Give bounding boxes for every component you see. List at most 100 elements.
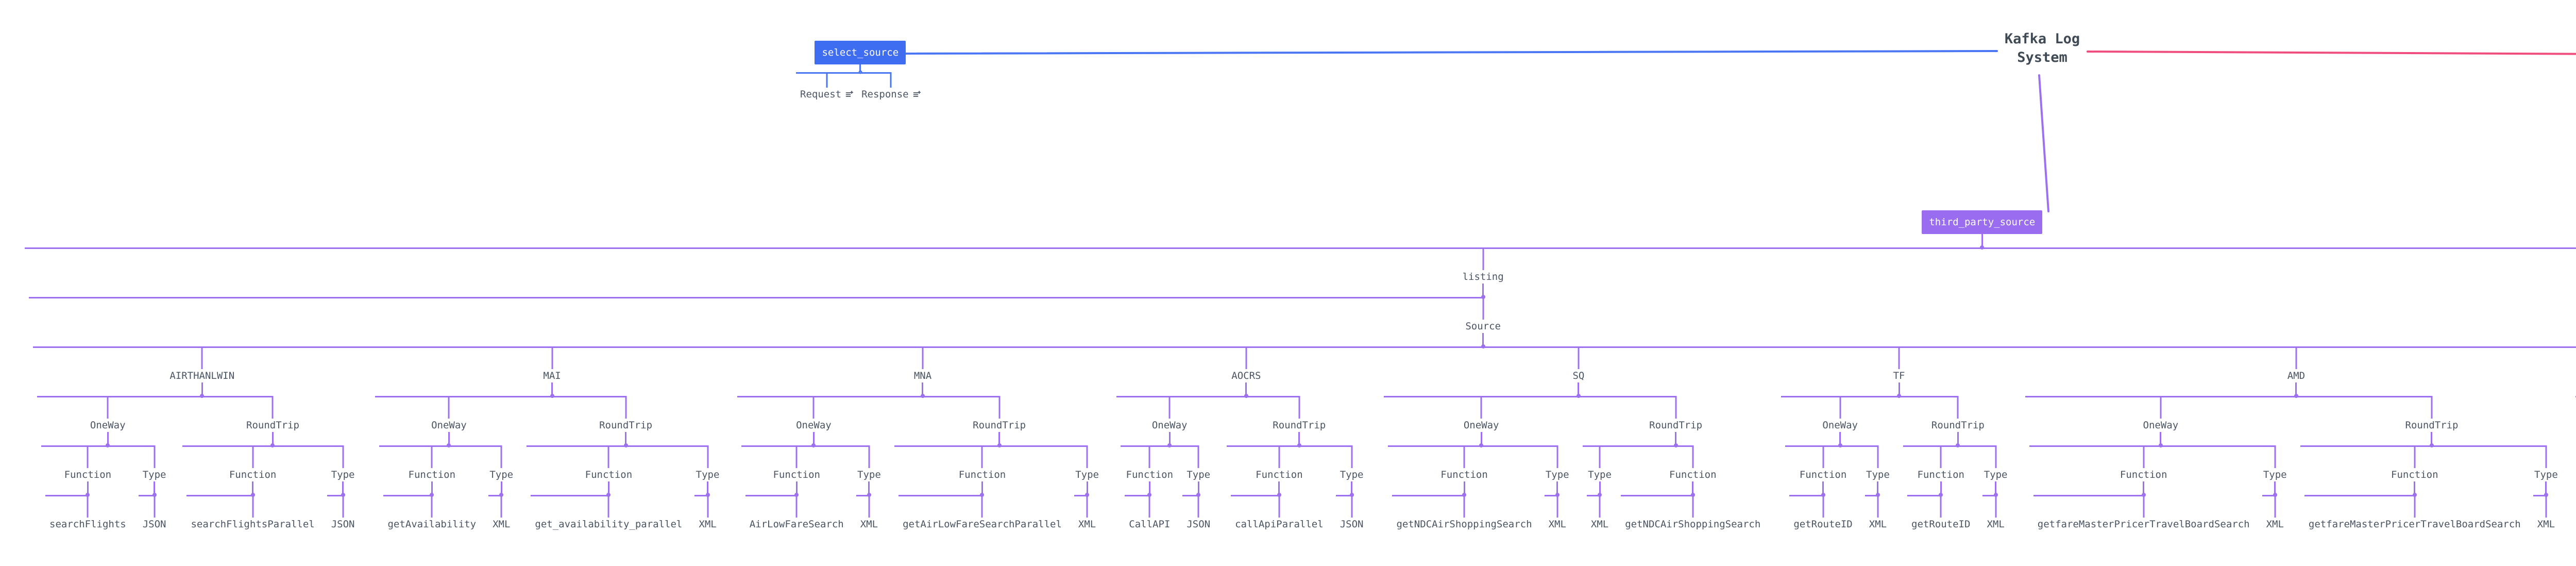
collapse-toggle[interactable] xyxy=(1598,493,1602,497)
collapse-toggle[interactable] xyxy=(341,493,345,497)
collapse-toggle[interactable] xyxy=(1956,443,1960,447)
collapse-toggle[interactable] xyxy=(1297,443,1301,447)
node-label-oneway: OneWay xyxy=(1463,420,1499,431)
collapse-toggle[interactable] xyxy=(811,443,816,447)
collapse-toggle[interactable] xyxy=(920,394,925,398)
connector-stub xyxy=(2414,445,2416,468)
connector-stem xyxy=(1898,382,1900,396)
connector-stub xyxy=(707,445,709,468)
collapse-toggle[interactable] xyxy=(1481,344,1485,348)
collapse-toggle[interactable] xyxy=(152,493,157,497)
collapse-toggle[interactable] xyxy=(705,493,710,497)
collapse-toggle[interactable] xyxy=(1939,493,1943,497)
collapse-toggle[interactable] xyxy=(997,443,1002,447)
collapse-toggle[interactable] xyxy=(980,493,985,497)
collapse-toggle[interactable] xyxy=(1244,394,1248,398)
collapse-toggle[interactable] xyxy=(1993,493,1998,497)
collapse-toggle[interactable] xyxy=(1821,493,1825,497)
collapse-toggle[interactable] xyxy=(2141,493,2146,497)
collapse-toggle[interactable] xyxy=(1481,295,1485,299)
collapse-toggle[interactable] xyxy=(447,443,451,447)
connector-stem xyxy=(252,481,254,495)
collapse-toggle[interactable] xyxy=(1690,493,1695,497)
collapse-toggle[interactable] xyxy=(2412,493,2417,497)
collapse-toggle[interactable] xyxy=(106,443,110,447)
collapse-toggle[interactable] xyxy=(1875,493,1880,497)
collapse-toggle[interactable] xyxy=(270,443,275,447)
collapse-toggle[interactable] xyxy=(2158,443,2163,447)
page-title: Kafka Log System xyxy=(2004,31,2080,65)
node-label-type: Type xyxy=(489,469,514,480)
connector-stub xyxy=(1995,495,1997,518)
children-row: getfareMasterPricerTravelBoardSearch xyxy=(2033,493,2254,531)
connector-stub xyxy=(252,445,254,468)
connector-stem xyxy=(551,382,553,396)
collapse-toggle[interactable] xyxy=(1479,443,1484,447)
collapse-toggle[interactable] xyxy=(623,443,628,447)
collapse-toggle[interactable] xyxy=(1147,493,1152,497)
collapse-toggle[interactable] xyxy=(2429,443,2434,447)
children-row: getRouteID xyxy=(1907,493,1974,531)
connector-stub xyxy=(826,72,828,88)
collapse-toggle[interactable] xyxy=(250,493,255,497)
connector-stub xyxy=(890,72,892,88)
collapse-toggle[interactable] xyxy=(867,493,871,497)
connector-stem xyxy=(1148,481,1150,495)
connector-stub xyxy=(2414,495,2416,518)
collapse-toggle[interactable] xyxy=(2273,493,2277,497)
collapse-toggle[interactable] xyxy=(2294,394,2298,398)
children-row: get_availability_parallel xyxy=(531,493,686,531)
collapse-toggle[interactable] xyxy=(200,394,205,398)
connector-stub xyxy=(252,495,254,518)
connector-stub xyxy=(607,495,609,518)
collapse-toggle[interactable] xyxy=(2544,493,2548,497)
collapse-toggle[interactable] xyxy=(1980,245,1985,249)
connector-stub xyxy=(1197,495,1199,518)
tree-node-xml: XML xyxy=(2533,495,2559,531)
node-label-listing: listing xyxy=(1462,271,1504,282)
connector-stem xyxy=(2143,481,2145,495)
collapse-toggle[interactable] xyxy=(1555,493,1560,497)
collapse-toggle[interactable] xyxy=(1167,443,1172,447)
collapse-toggle[interactable] xyxy=(430,493,434,497)
collapse-toggle[interactable] xyxy=(499,493,504,497)
collapse-toggle[interactable] xyxy=(1576,394,1581,398)
node-label-roundtrip: RoundTrip xyxy=(1931,420,1985,431)
node-label-json: JSON xyxy=(1340,519,1364,530)
collapse-toggle[interactable] xyxy=(794,493,799,497)
node-label-xml: XML xyxy=(1590,519,1609,530)
collapse-toggle[interactable] xyxy=(1277,493,1281,497)
connector-stem xyxy=(1168,432,1171,445)
collapse-toggle[interactable] xyxy=(1897,394,1902,398)
children-row: getAvailability xyxy=(383,493,480,531)
collapse-toggle[interactable] xyxy=(550,394,554,398)
collapse-toggle[interactable] xyxy=(606,493,611,497)
collapse-toggle[interactable] xyxy=(1085,493,1090,497)
connector-stem xyxy=(2414,481,2416,495)
connector-stem xyxy=(342,481,344,495)
collapse-toggle[interactable] xyxy=(858,70,862,74)
collapse-toggle[interactable] xyxy=(1196,493,1201,497)
connector-stem xyxy=(1278,481,1280,495)
collapse-toggle[interactable] xyxy=(1838,443,1842,447)
node-label-callapi: CallAPI xyxy=(1129,519,1171,530)
collapse-toggle[interactable] xyxy=(86,493,90,497)
node-label-callapiparallel: callApiParallel xyxy=(1235,519,1324,530)
collapse-toggle[interactable] xyxy=(1349,493,1354,497)
connector-stub xyxy=(998,396,1001,419)
collapse-toggle[interactable] xyxy=(1673,443,1678,447)
connector-stub xyxy=(1298,396,1300,419)
collapse-toggle[interactable] xyxy=(1462,493,1466,497)
node-label-xml: XML xyxy=(2266,519,2284,530)
